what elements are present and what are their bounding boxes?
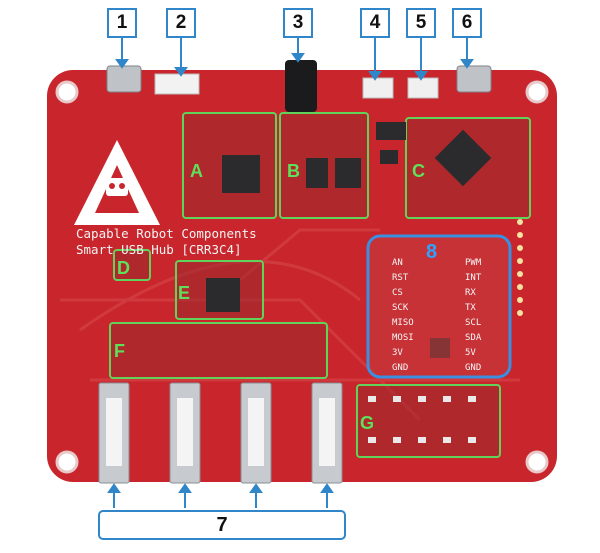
led-row: [368, 396, 476, 443]
logo-mark: [74, 140, 160, 225]
board-title-line2: Smart USB Hub [CRR3C4]: [76, 242, 242, 257]
right-header-pins: [517, 219, 523, 316]
pin-right: TX: [465, 303, 476, 313]
pin-right: INT: [465, 273, 482, 283]
pin-left: CS: [392, 288, 403, 298]
callout-1: 1: [107, 8, 137, 38]
callout-7: 7: [98, 510, 346, 540]
usb-downstream-ports: [98, 382, 343, 484]
pin-left: AN: [392, 258, 403, 268]
callout-5: 5: [406, 8, 436, 38]
callout-6: 6: [452, 8, 482, 38]
connector-5: [407, 77, 439, 99]
callout-3: 3: [283, 8, 313, 38]
pin-right: GND: [465, 363, 482, 373]
zone-label-c: C: [412, 161, 425, 181]
pin-left: RST: [392, 273, 409, 283]
pin-right: PWM: [465, 258, 482, 268]
pin-left: GND: [392, 363, 409, 373]
usb-upstream-port-1: [106, 65, 142, 93]
zone-label-b: B: [287, 161, 300, 181]
callout-8: 8: [426, 241, 438, 263]
zone-label-f: F: [114, 341, 125, 361]
zone-label-g: G: [360, 413, 375, 433]
pin-right: SCL: [465, 318, 482, 328]
module-8-box: [366, 234, 512, 379]
barrel-jack-3: [285, 60, 317, 112]
pin-left: MISO: [392, 318, 414, 328]
connector-4: [362, 77, 394, 99]
zone-label-e: E: [178, 283, 191, 303]
board-title-line1: Capable Robot Components: [76, 226, 257, 241]
usb-leaders: [107, 483, 334, 508]
callout-2: 2: [166, 8, 196, 38]
usb-upstream-port-6: [456, 65, 492, 93]
pin-left: SCK: [392, 303, 409, 313]
callout-4: 4: [360, 8, 390, 38]
pin-left: 3V: [392, 348, 403, 358]
zone-label-a: A: [190, 161, 203, 181]
connector-2: [154, 73, 200, 95]
pin-right: 5V: [465, 348, 476, 358]
pin-right: SDA: [465, 333, 482, 343]
pin-right: RX: [465, 288, 476, 298]
mounting-holes: [55, 80, 549, 474]
callout-leaders: [115, 34, 474, 81]
zone-label-d: D: [117, 258, 130, 278]
pin-left: MOSI: [392, 333, 414, 343]
